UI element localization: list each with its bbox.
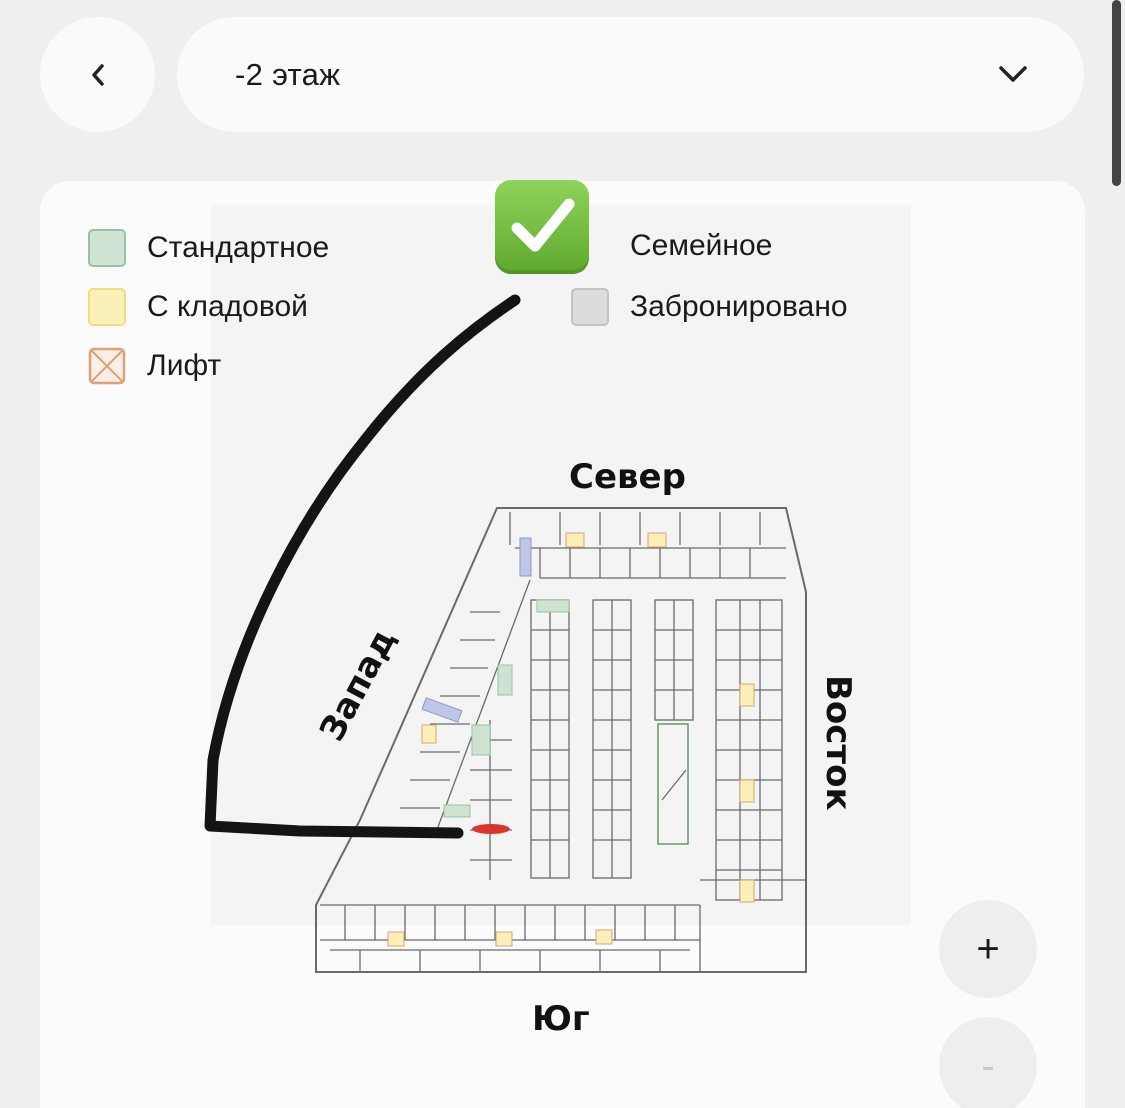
check-mark-icon	[495, 180, 589, 274]
legend-standard: Стандартное	[88, 229, 329, 267]
floor-label: -2 этаж	[235, 56, 341, 92]
zoom-out-button[interactable]: -	[939, 1017, 1037, 1108]
legend-reserved: Забронировано	[571, 288, 848, 326]
floor-selector[interactable]: -2 этаж	[177, 17, 1084, 132]
legend-elevator: Лифт	[88, 347, 221, 385]
legend-elevator-label: Лифт	[147, 349, 222, 382]
legend-standard-label: Стандартное	[147, 231, 330, 264]
legend-family-label: Семейное	[630, 229, 773, 262]
east-label: Восток	[818, 675, 858, 811]
floor-plan-card: Стандартное С кладовой Лифт Семейное Заб…	[40, 181, 1085, 1108]
legend-storage-label: С кладовой	[147, 290, 308, 323]
elevator-icon	[88, 347, 126, 385]
zoom-in-button[interactable]: +	[939, 900, 1037, 998]
storage-swatch	[88, 288, 126, 326]
chevron-left-icon	[91, 63, 104, 86]
scrollbar[interactable]	[1112, 0, 1121, 186]
legend-family: Семейное	[630, 229, 772, 263]
chevron-down-icon	[999, 66, 1027, 82]
legend-reserved-label: Забронировано	[630, 290, 848, 323]
standard-swatch	[88, 229, 126, 267]
south-label: Юг	[532, 999, 590, 1039]
legend-storage: С кладовой	[88, 288, 308, 326]
north-label: Север	[569, 457, 686, 497]
back-button[interactable]	[40, 17, 155, 132]
reserved-swatch	[571, 288, 609, 326]
